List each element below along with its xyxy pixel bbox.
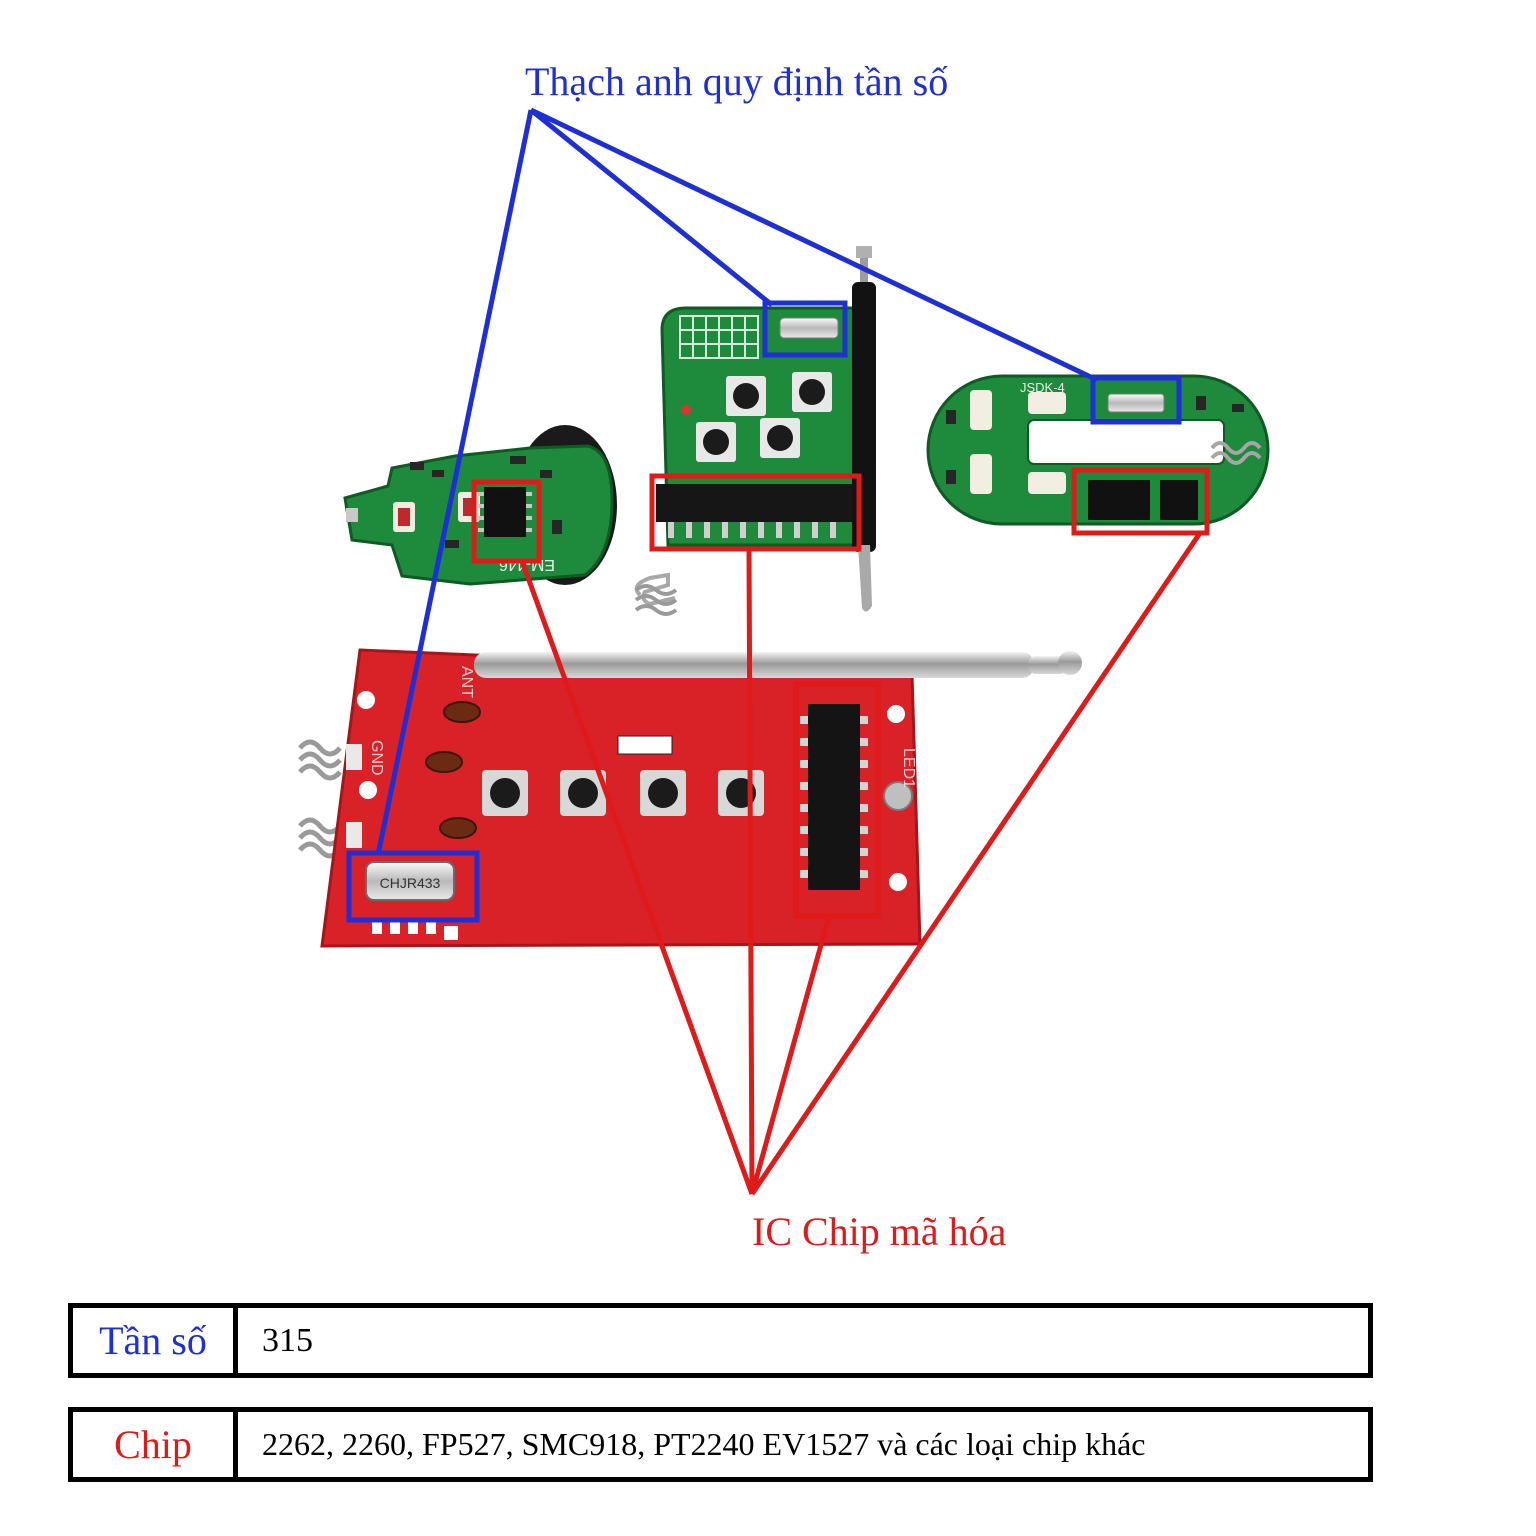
chip-line-red (749, 915, 832, 1195)
chip-line-oval (749, 531, 1203, 1196)
chip-box-small (471, 479, 542, 564)
chip-row: Chip 2262, 2260, FP527, SMC918, PT2240 E… (68, 1407, 1373, 1482)
green-mid-board (634, 246, 876, 616)
red-board-gnd-label: GND (368, 740, 385, 776)
green-oval-board: JSDK-4 (926, 374, 1270, 526)
chip-value: 2262, 2260, FP527, SMC918, PT2240 EV1527… (262, 1426, 1146, 1462)
crystal-line-red (375, 109, 534, 856)
chip-box-red (793, 681, 881, 919)
crystal-box-red (346, 850, 480, 923)
crystal-annotation (346, 107, 1182, 923)
red-board-crystal-marking: CHJR433 (380, 875, 441, 891)
crystal-box-mid (762, 300, 848, 358)
crystal-box-oval (1090, 375, 1182, 425)
frequency-value: 315 (262, 1321, 313, 1359)
red-board-ant-label: ANT (458, 666, 475, 698)
chip-line-mid (746, 548, 755, 1195)
frequency-row: Tần số 315 (68, 1303, 1373, 1378)
crystal-line-mid (529, 108, 774, 307)
chip-annotation (471, 467, 1210, 1196)
frequency-label: Tần số (73, 1308, 238, 1373)
chip-box-mid (649, 473, 862, 552)
green-oval-marking: JSDK-4 (1020, 380, 1065, 395)
crystal-annotation-label: Thạch anh quy định tần số (525, 59, 949, 104)
red-board-led-label: LED1 (900, 748, 917, 788)
crystal-line-oval (529, 107, 1099, 383)
chip-annotation-label: IC Chip mã hóa (752, 1209, 1007, 1254)
red-board: CHJR433 ANT GND LED1 (298, 648, 1082, 948)
chip-box-oval (1071, 467, 1210, 536)
chip-label-cell: Chip (73, 1412, 238, 1477)
chip-line-small (519, 560, 755, 1195)
